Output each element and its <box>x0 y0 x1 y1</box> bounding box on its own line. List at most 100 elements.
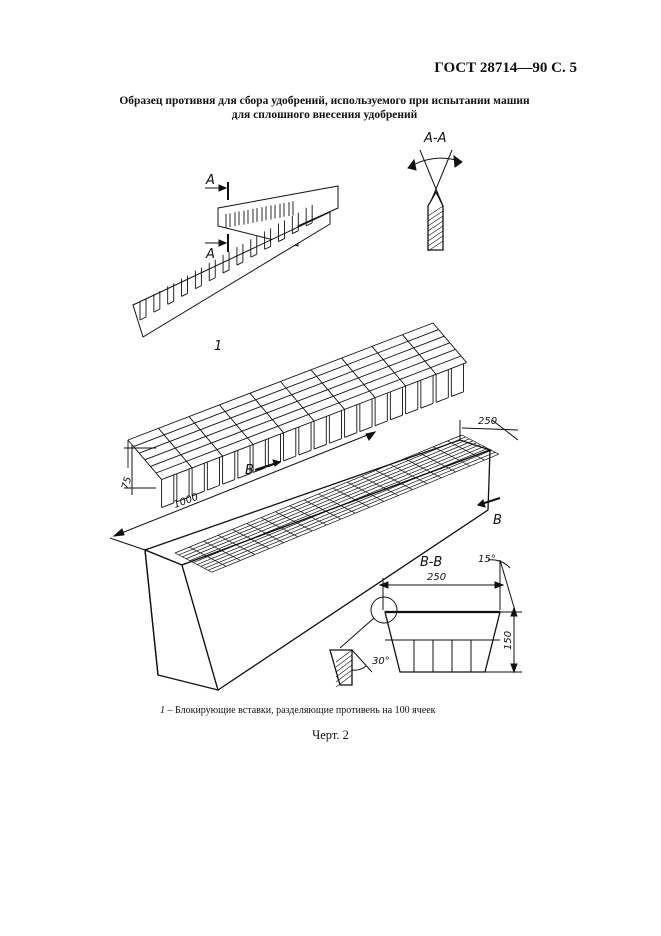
grid-panel-bottom <box>298 449 312 456</box>
grid-panel-bottom <box>405 408 418 415</box>
hatch-line <box>335 654 353 668</box>
comb-teeth <box>139 201 313 321</box>
grid-panel-bottom <box>283 455 296 462</box>
grid-panel-bottom <box>390 414 403 421</box>
dim-bb-height-150: 150 <box>503 631 514 650</box>
tray-grid-line-cross <box>260 517 299 538</box>
label-section-a-bottom: A <box>205 247 215 262</box>
comb-tooth-base <box>167 300 174 305</box>
tray-grid-line-cross <box>433 446 471 467</box>
grid-panel-bottom <box>252 467 266 473</box>
hatch-line <box>335 669 353 683</box>
grid-line-cross <box>341 357 376 398</box>
hatch-line <box>427 215 444 227</box>
grid-panel-bottom <box>420 403 434 409</box>
section-aa-profile <box>407 149 463 252</box>
angle-15: 15° <box>478 554 496 565</box>
hatch-line <box>427 225 444 237</box>
tray-grid-line-cross <box>332 487 370 508</box>
comb-tooth-base <box>278 238 285 242</box>
dim-bb-width-250: 250 <box>427 572 446 583</box>
grid-panel-bottom <box>451 391 464 397</box>
caption-text: – Блокирующие вставки, разделяющие проти… <box>165 705 436 716</box>
grid-line-cross <box>310 369 345 410</box>
grid-panel-bottom <box>344 432 357 438</box>
dimension-250-top <box>459 419 519 441</box>
grid-panel-bottom <box>374 420 388 427</box>
grid-panel-bottom <box>161 502 174 509</box>
hatch-line <box>335 674 353 688</box>
section-b-marker-left <box>254 459 282 471</box>
section-a-marker-bottom <box>205 234 229 252</box>
tray-grid-line-cross <box>347 481 385 502</box>
dim-insert-75: 75 <box>120 476 134 491</box>
dim-width-250: 250 <box>478 416 497 427</box>
grid-insert <box>127 322 467 509</box>
tray-grid-line-cross <box>361 475 399 496</box>
comb-strip-lower <box>132 211 331 338</box>
tray-grid-line-cross <box>404 458 442 479</box>
grid-line-cross <box>127 439 162 480</box>
tray-grid-line-cross <box>232 529 270 549</box>
grid-line-cross <box>219 404 254 445</box>
grid-panel-bottom <box>359 426 373 432</box>
tray-grid-line-cross <box>390 464 428 485</box>
label-section-bb: B-B <box>420 555 442 570</box>
grid-line-cross <box>188 416 223 457</box>
grid-line-cross <box>249 392 284 434</box>
hatch-line <box>335 664 353 678</box>
tray-grid-line-cross <box>203 540 241 561</box>
tray-grid-line-cross <box>461 434 499 455</box>
document-code: ГОСТ 28714—90 С. 5 <box>434 60 577 76</box>
caption: 1 – Блокирующие вставки, разделяющие про… <box>160 705 436 716</box>
tray-grid-line-cross <box>418 452 456 473</box>
grid-panel-bottom <box>222 479 235 485</box>
hatch-line <box>427 205 444 217</box>
tray-grid-line-cross <box>217 534 256 555</box>
grid-line-cross <box>371 346 406 387</box>
comb-tooth-base <box>209 277 216 282</box>
hatch-line <box>427 235 444 247</box>
comb-tooth-base <box>264 245 271 250</box>
grid-line-cross <box>432 322 467 363</box>
section-bb-profile <box>370 559 522 674</box>
tray-grid-line-cross <box>289 505 327 526</box>
grid-panel-bottom <box>435 397 449 403</box>
figure-label: Черт. 2 <box>312 728 349 742</box>
comb-tooth-base <box>153 308 161 313</box>
dimension-1000 <box>109 431 377 551</box>
comb-tooth-base <box>250 253 257 258</box>
grid-line-cross <box>280 381 315 422</box>
tray-grid-line-cross <box>318 493 356 514</box>
grid-line-cross <box>402 334 437 375</box>
tray-grid <box>174 434 499 573</box>
label-section-b-right: B <box>493 513 502 528</box>
grid-line-cross <box>158 428 193 469</box>
section-b-marker-right <box>477 497 501 508</box>
callout-1: 1 <box>214 339 222 354</box>
tray-grid-line-cross <box>174 552 212 573</box>
hatch-line <box>335 649 353 663</box>
section-a-marker-top <box>205 182 229 200</box>
detail-corner <box>329 617 375 688</box>
grid-panel-bottom <box>191 490 205 497</box>
dimension-75 <box>124 445 156 495</box>
tray-grid-line-cross <box>275 511 313 532</box>
hatch-line <box>427 240 444 252</box>
grid-panel-bottom <box>313 443 327 450</box>
grid-panel-bottom <box>237 473 251 479</box>
grid-panel-bottom <box>176 496 190 503</box>
comb-tooth-base <box>195 285 202 290</box>
grid-panel-bottom <box>329 438 342 444</box>
hatch-line <box>427 230 444 242</box>
angle-30: 30° <box>372 656 390 667</box>
tray-grid-line-cross <box>447 440 485 461</box>
comb-tooth-base <box>222 269 230 274</box>
tray-grid-line-cross <box>375 470 413 490</box>
comb-tooth-base <box>292 230 299 235</box>
comb-tooth-base <box>181 293 188 297</box>
tray-grid-line-cross <box>303 499 342 520</box>
tray-grid-line-cross <box>246 523 284 544</box>
hatch-line <box>335 659 353 673</box>
